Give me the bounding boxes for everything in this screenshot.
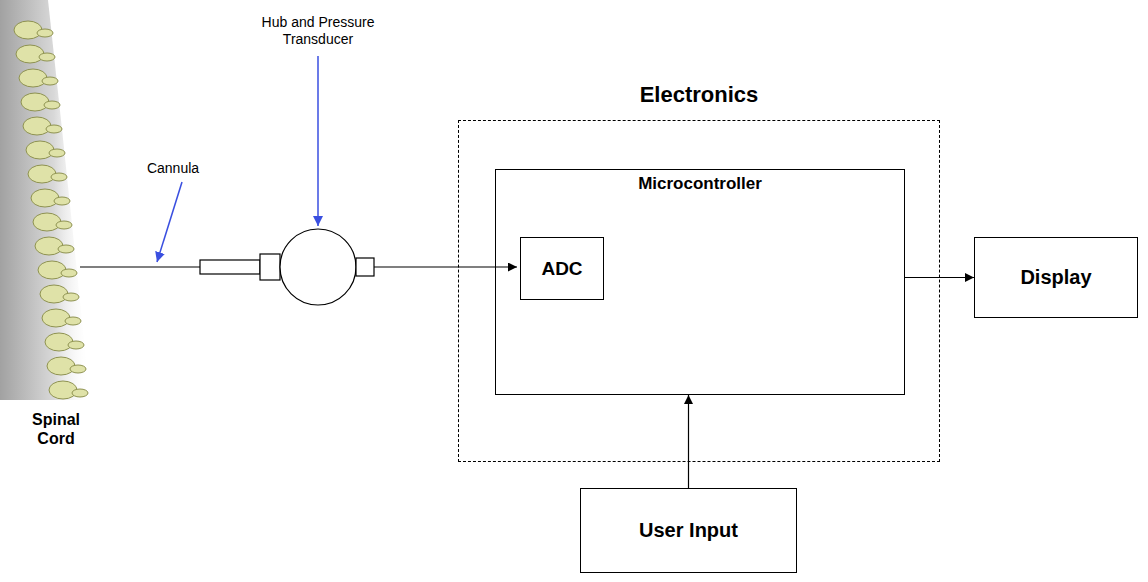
spine-illustration — [0, 0, 90, 400]
part-label: Cannula — [128, 160, 218, 177]
display-box: Display — [974, 237, 1138, 318]
part-label: Hub and Pressure Transducer — [248, 14, 388, 48]
box-title: User Input — [639, 519, 738, 542]
box-title: Microcontroller — [496, 174, 904, 194]
input-box: User Input — [580, 488, 797, 573]
group-box: ElectronicsMicrocontrollerADC — [458, 120, 940, 462]
converter-box: ADC — [520, 237, 604, 300]
controller-box: MicrocontrollerADC — [495, 169, 905, 395]
box-title: ADC — [541, 258, 582, 280]
part-label: Spinal Cord — [14, 410, 98, 448]
cannula-transducer — [80, 229, 374, 305]
transducer-leader — [317, 56, 319, 226]
box-title: Electronics — [459, 82, 939, 107]
signal-arrow — [688, 395, 689, 488]
cannula-leader — [157, 182, 182, 262]
box-title: Display — [1020, 266, 1091, 289]
